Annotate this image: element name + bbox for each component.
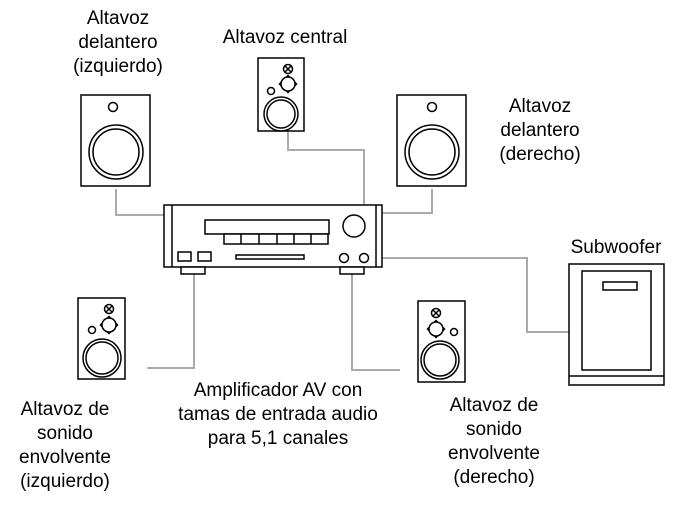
label-center: Altavoz central <box>222 27 348 48</box>
label-front-right: Altavoz delantero (derecho) <box>499 96 581 165</box>
front-right-speaker <box>396 94 467 187</box>
label-amplifier: Amplificador AV con tamas de entrada aud… <box>178 380 378 449</box>
subwoofer-unit <box>568 263 665 386</box>
label-front-left: Altavoz delantero (izquierdo) <box>73 8 163 77</box>
label-surround-left: Altavoz de sonido envolvente (izquierdo) <box>19 399 111 492</box>
av-amplifier <box>163 204 383 275</box>
center-speaker <box>257 57 305 132</box>
cable-surround-left <box>147 274 195 369</box>
surround-right-speaker <box>417 300 466 383</box>
label-subwoofer: Subwoofer <box>570 237 662 258</box>
front-left-speaker <box>80 94 151 187</box>
cable-surround-right <box>351 274 400 371</box>
cable-center <box>287 131 365 205</box>
cable-subwoofer <box>375 257 570 333</box>
cable-front-left <box>115 189 165 216</box>
cable-front-right <box>380 189 433 214</box>
cables <box>115 131 570 371</box>
surround-left-speaker <box>77 297 126 380</box>
label-surround-right: Altavoz de sonido envolvente (derecho) <box>448 395 540 488</box>
